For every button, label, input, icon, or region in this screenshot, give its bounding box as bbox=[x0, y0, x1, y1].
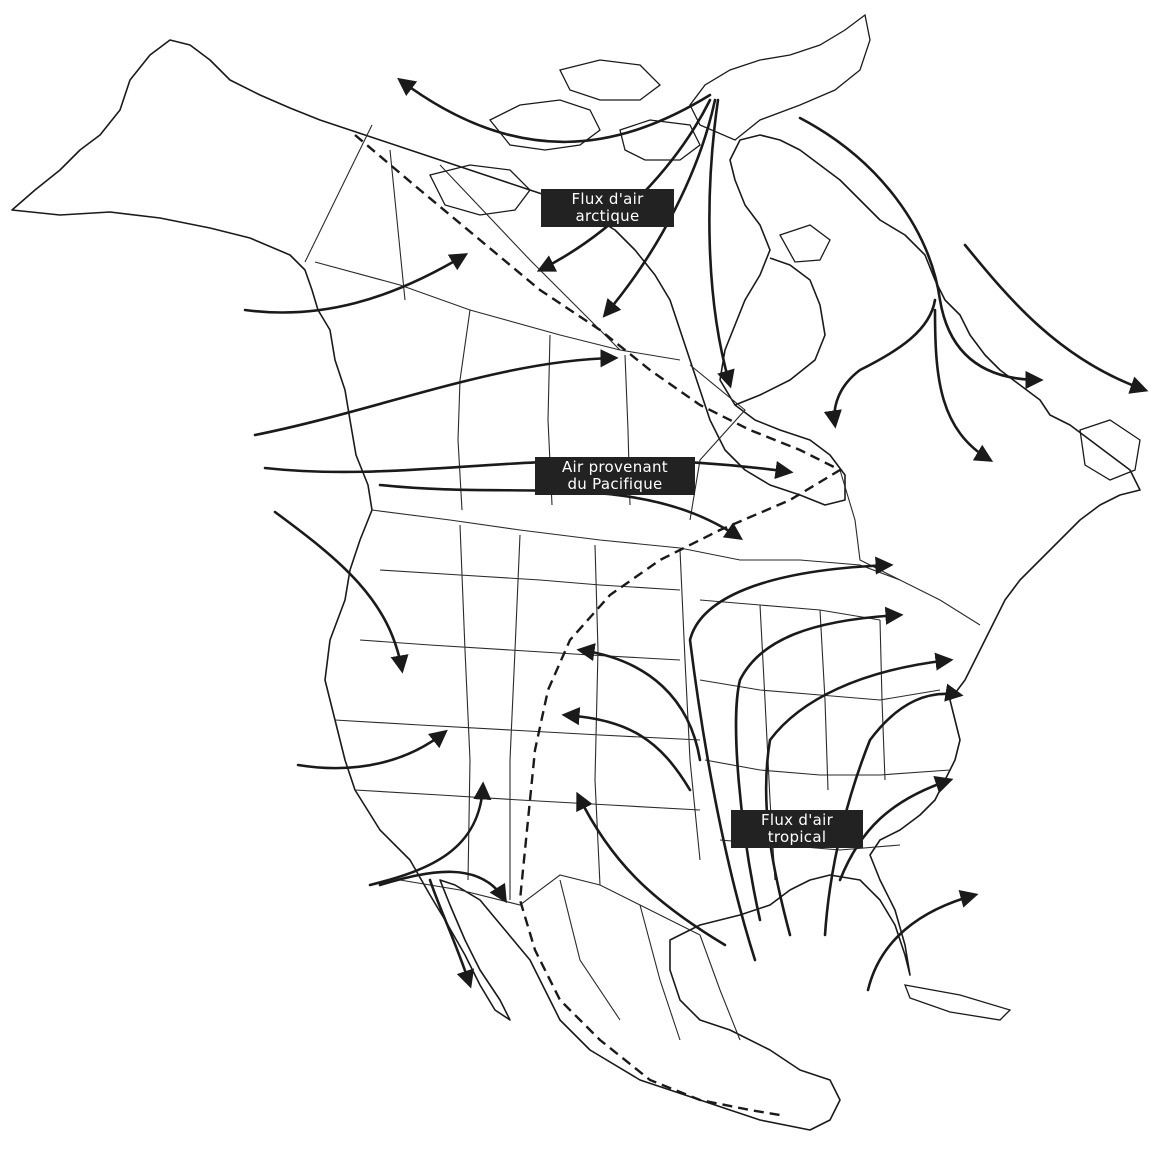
baffin-island bbox=[689, 13, 871, 141]
label-tropical-line2: tropical bbox=[767, 828, 827, 846]
arctic-island-1 bbox=[488, 99, 601, 151]
pacific-flow-nw-upper bbox=[243, 253, 469, 314]
arctic-flow-south bbox=[708, 98, 735, 389]
tropical-flow-8 bbox=[838, 775, 954, 882]
pacific-flow-6 bbox=[368, 781, 492, 887]
hudson-bay-coast bbox=[734, 257, 826, 406]
tropical-flow-4 bbox=[688, 556, 894, 962]
label-arctic-line1: Flux d'air bbox=[571, 190, 644, 208]
mainland-coastline bbox=[11, 39, 1141, 1131]
nwt-south-border bbox=[314, 261, 681, 361]
alaska-canada-border bbox=[304, 124, 373, 263]
arctic-flow-atlantic bbox=[963, 243, 1149, 394]
us-canada-border bbox=[371, 509, 981, 626]
tropical-flow-9 bbox=[866, 890, 979, 992]
label-arctic-air-flow: Flux d'air arctique bbox=[541, 189, 674, 227]
southampton-island bbox=[779, 224, 831, 263]
arctic-island-3 bbox=[619, 119, 701, 161]
label-arctic-line2: arctique bbox=[575, 207, 640, 225]
pacific-flow-1 bbox=[253, 349, 619, 437]
label-pacific-line1: Air provenant bbox=[562, 458, 668, 476]
newfoundland bbox=[1079, 419, 1141, 481]
pacific-flow-4 bbox=[273, 510, 409, 674]
pacific-flow-7 bbox=[378, 870, 507, 904]
bc-alberta-border bbox=[457, 309, 471, 511]
arctic-flow-southwest bbox=[602, 98, 717, 318]
nunavut-border bbox=[439, 164, 621, 351]
tropical-flow-7 bbox=[823, 683, 964, 937]
arctic-flow-west bbox=[536, 98, 712, 272]
tropical-flow-6 bbox=[764, 652, 954, 937]
pacific-flow-2 bbox=[263, 458, 794, 480]
pacific-flow-5 bbox=[296, 729, 448, 770]
cuba bbox=[903, 984, 1012, 1021]
us-state-lines-west bbox=[334, 524, 701, 900]
ontario-quebec-border bbox=[839, 469, 901, 581]
yukon-nwt-border bbox=[389, 149, 406, 301]
pacific-flow-baja bbox=[428, 878, 475, 989]
arctic-flow-labrador bbox=[933, 308, 994, 462]
continental-divide-dashed bbox=[354, 134, 843, 1117]
us-mexico-border bbox=[399, 874, 701, 936]
manitoba-ontario-border bbox=[689, 364, 746, 521]
arctic-island-2 bbox=[559, 59, 661, 101]
arctic-flow-northwest bbox=[397, 77, 712, 144]
tropical-flow-1 bbox=[576, 643, 702, 762]
label-tropical-line1: Flux d'air bbox=[760, 811, 834, 829]
tropical-flow-5 bbox=[734, 606, 904, 922]
label-pacific-line2: du Pacifique bbox=[567, 475, 663, 493]
label-tropical-air-flow: Flux d'air tropical bbox=[731, 810, 863, 848]
mexico-state-lines bbox=[559, 879, 741, 1041]
tropical-flow-2 bbox=[561, 707, 692, 792]
arctic-flow-hudson bbox=[823, 298, 937, 429]
label-pacific-air: Air provenant du Pacifique bbox=[535, 457, 695, 495]
victoria-island bbox=[429, 164, 531, 216]
arctic-flow-east bbox=[798, 116, 1044, 390]
tropical-flow-3 bbox=[576, 791, 727, 947]
